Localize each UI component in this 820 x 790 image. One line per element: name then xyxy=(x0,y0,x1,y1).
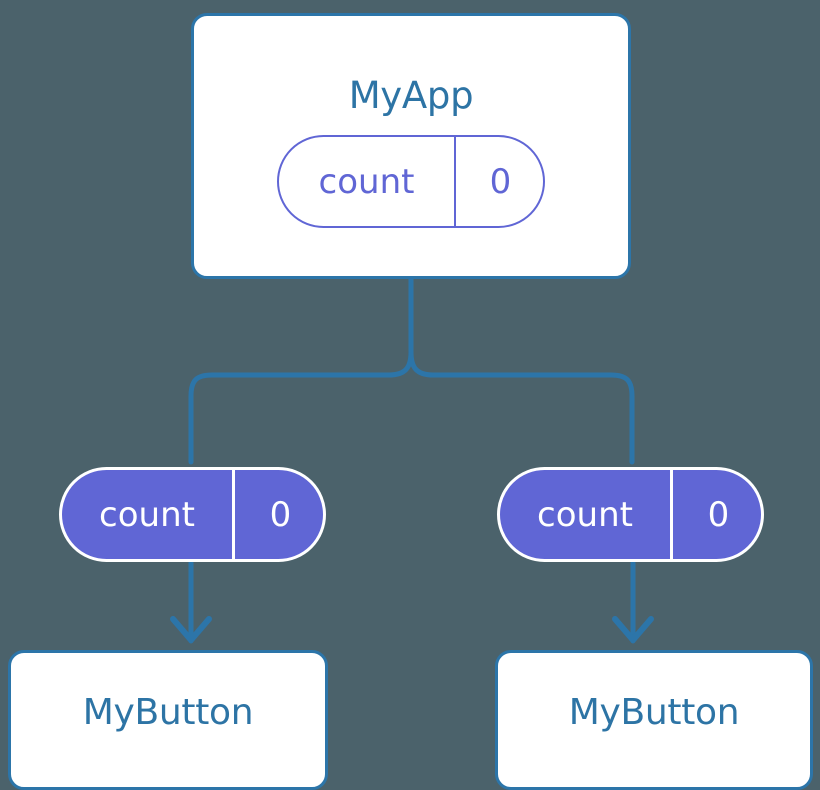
component-title-mybutton-left: MyButton xyxy=(82,692,254,733)
connector-branch-right xyxy=(408,349,635,465)
component-title-myapp: MyApp xyxy=(348,74,474,117)
prop-pill-left-value: 0 xyxy=(269,494,292,535)
prop-pill-left-key: count xyxy=(62,470,235,559)
prop-pill-right-key: count xyxy=(500,470,673,559)
diagram-canvas: MyApp count 0 count 0 count 0 MyButton M… xyxy=(8,13,813,790)
component-card-mybutton-left[interactable]: MyButton xyxy=(8,650,328,790)
state-pill-root-key: count xyxy=(279,137,456,226)
connector-branch-left xyxy=(188,276,414,465)
state-pill-root-value: 0 xyxy=(489,161,512,202)
prop-pill-left[interactable]: count 0 xyxy=(59,467,326,562)
prop-pill-right-value: 0 xyxy=(707,494,730,535)
component-card-mybutton-right[interactable]: MyButton xyxy=(495,650,813,790)
arrowhead-left-icon xyxy=(170,616,212,643)
state-pill-root[interactable]: count 0 xyxy=(277,135,545,228)
arrowhead-right-icon xyxy=(612,616,654,643)
component-title-mybutton-right: MyButton xyxy=(568,692,740,733)
prop-pill-right[interactable]: count 0 xyxy=(497,467,764,562)
component-card-myapp[interactable]: MyApp xyxy=(191,13,631,279)
